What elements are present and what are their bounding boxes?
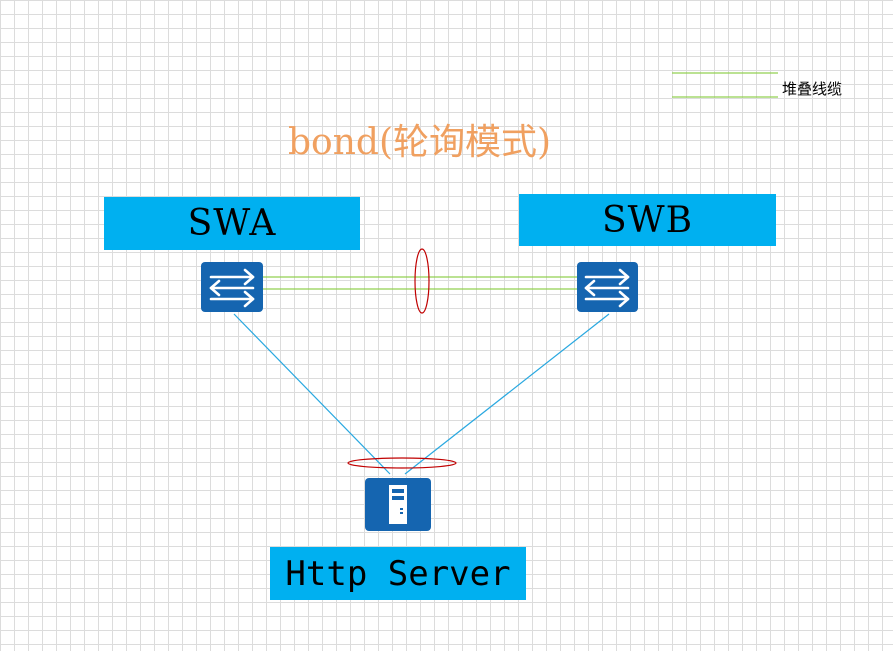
server-label-box: Http Server (270, 547, 526, 600)
link-swa-server (233, 313, 391, 475)
swa-label-box: SWA (104, 197, 360, 250)
swa-label: SWA (187, 203, 277, 244)
swb-label-box: SWB (519, 194, 776, 246)
switch-arrows-icon (209, 268, 255, 308)
stack-bond-ellipse (414, 248, 430, 314)
swa-switch-icon[interactable] (201, 262, 263, 312)
server-icon[interactable] (365, 478, 431, 531)
swb-label: SWB (601, 199, 694, 241)
server-bond-ellipse (347, 457, 457, 469)
server-tower-icon (389, 485, 407, 524)
switch-arrows-icon (584, 268, 630, 308)
server-label: Http Server (285, 553, 511, 594)
legend-label: 堆叠线缆 (782, 80, 843, 98)
swb-switch-icon[interactable] (577, 262, 638, 312)
link-swb-server (404, 313, 610, 475)
diagram-title: bond(轮询模式) (288, 122, 552, 163)
